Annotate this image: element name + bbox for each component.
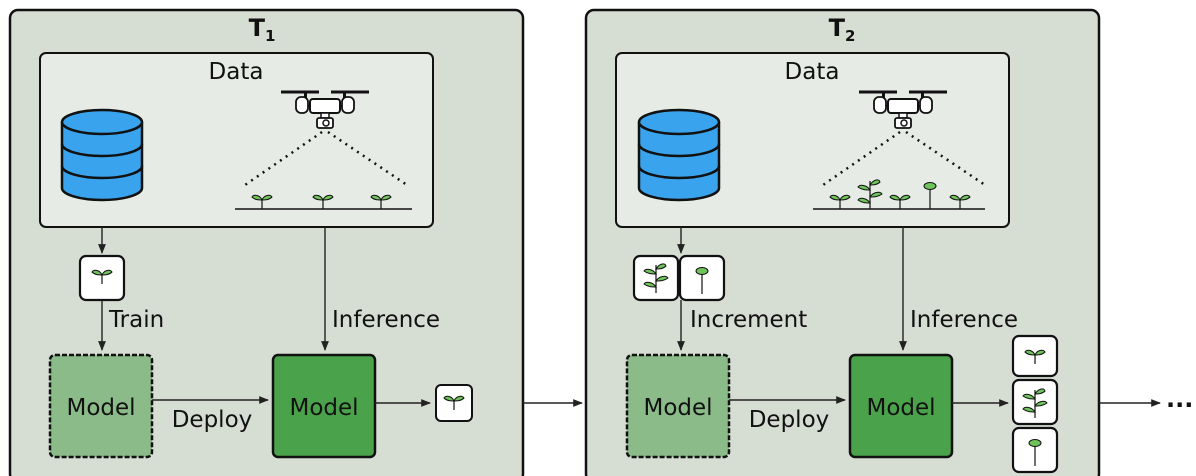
panel-t2: T2 Data Increment Inference	[584, 8, 1101, 476]
svg-text:Model: Model	[66, 395, 135, 421]
database-icon	[60, 108, 144, 202]
data-box-t2: Data	[615, 52, 1010, 228]
inference-label-t2: Inference	[910, 307, 1018, 333]
model-trained-t2: Model	[848, 353, 954, 459]
deploy-label-t1: Deploy	[172, 407, 253, 433]
sample-cards-t2	[632, 254, 726, 302]
continuation-ellipsis: ...	[1166, 385, 1193, 413]
svg-text:Model: Model	[289, 395, 358, 421]
data-label-t1: Data	[209, 59, 264, 85]
inference-label-t1: Inference	[332, 307, 440, 333]
model-untrained-t2: Model	[625, 353, 731, 459]
camera-view-left	[244, 130, 323, 187]
camera-view-right	[327, 130, 408, 187]
model-untrained-t1: Model	[48, 353, 154, 459]
panel-t1-title: T1	[249, 14, 276, 45]
panel-t1: T1 Data Train Inference Model	[8, 8, 525, 476]
deploy-label-t2: Deploy	[749, 407, 830, 433]
data-box-t1: Data	[39, 52, 434, 228]
seedling-sample-card	[78, 254, 126, 302]
increment-label: Increment	[690, 307, 807, 333]
model-trained-t1: Model	[271, 353, 377, 459]
camera-view-left	[822, 130, 901, 187]
prediction-cards-t2	[1011, 334, 1059, 474]
panel-t2-title: T2	[829, 14, 856, 45]
camera-view-right	[905, 130, 986, 187]
svg-text:Model: Model	[643, 395, 712, 421]
prediction-card-t1	[435, 384, 473, 422]
database-icon	[637, 108, 721, 202]
data-label-t2: Data	[785, 59, 840, 85]
svg-text:Model: Model	[866, 395, 935, 421]
train-label: Train	[108, 307, 164, 333]
